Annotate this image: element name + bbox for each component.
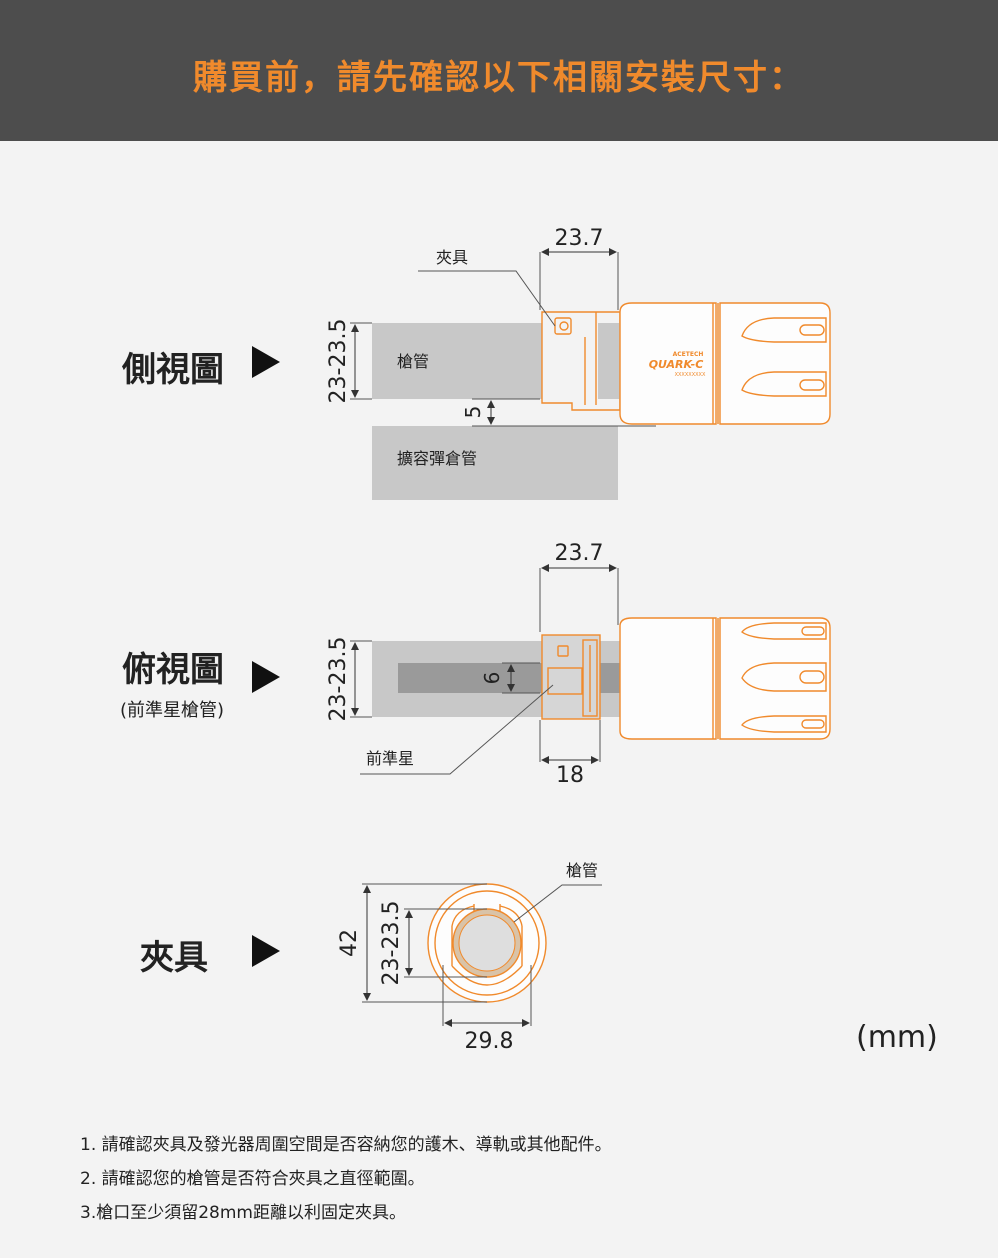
top-view-arrow-icon — [252, 661, 280, 693]
note-item: 1. 請確認夾具及發光器周圍空間是否容納您的護木、導軌或其他配件。 — [80, 1135, 612, 1155]
side-view-label: 側視圖 — [122, 350, 224, 390]
note-item: 2. 請確認您的槍管是否符合夾具之直徑範圍。 — [80, 1169, 425, 1189]
side-magazine-label: 擴容彈倉管 — [397, 449, 477, 468]
clamp-dim-width: 29.8 — [465, 1029, 514, 1054]
brand-serial-text: XXXXXXXXX — [675, 372, 706, 378]
clamp-dim-outer: 42 — [337, 929, 362, 957]
side-dim-gap: 5 — [461, 406, 485, 419]
top-sight-label: 前準星 — [366, 749, 414, 768]
top-light-body — [619, 617, 831, 740]
top-view-diagram: 23.7 23-23.5 6 18 前準星 — [326, 541, 831, 788]
side-clamp-label: 夾具 — [436, 248, 468, 267]
clamp-view-arrow-icon — [252, 935, 280, 967]
clamp-view-label: 夾具 — [140, 938, 208, 978]
header-bar: 購買前，請先確認以下相關安裝尺寸： — [0, 0, 998, 141]
side-barrel-label: 槍管 — [397, 352, 429, 371]
clamp-barrel-label: 槍管 — [566, 861, 598, 880]
brand-model-text: QUARK-C — [649, 358, 704, 371]
note-item: 3.槍口至少須留28mm距離以利固定夾具。 — [80, 1203, 406, 1223]
side-light-body — [619, 302, 831, 425]
page-title: 購買前，請先確認以下相關安裝尺寸： — [193, 58, 805, 98]
brand-small-text: ACETECH — [673, 351, 704, 358]
side-view-diagram: ACETECH QUARK-C XXXXXXXXX 夾具 槍管 擴容彈倉管 23… — [326, 226, 831, 500]
notes-list: 1. 請確認夾具及發光器周圍空間是否容納您的護木、導軌或其他配件。 2. 請確認… — [80, 1128, 612, 1230]
top-view-label: 俯視圖 — [122, 650, 224, 690]
side-barrel-shape — [372, 323, 570, 399]
top-dim-width: 23.7 — [555, 541, 604, 566]
top-dim-clamp: 18 — [556, 763, 584, 788]
side-clamp-shape — [541, 311, 621, 411]
top-view-sublabel: (前準星槍管) — [120, 700, 225, 721]
top-dim-sight: 6 — [480, 672, 504, 685]
side-dim-barrel: 23-23.5 — [326, 319, 351, 404]
unit-label: (mm) — [856, 1020, 938, 1055]
top-clamp-shape — [541, 634, 601, 720]
clamp-front-diagram: 槍管 42 23-23.5 29.8 — [337, 861, 602, 1054]
clamp-dim-inner: 23-23.5 — [379, 901, 404, 986]
side-view-arrow-icon — [252, 346, 280, 378]
side-dim-width: 23.7 — [555, 226, 604, 251]
side-magazine-tube-shape — [372, 426, 618, 500]
top-dim-barrel: 23-23.5 — [326, 637, 351, 722]
